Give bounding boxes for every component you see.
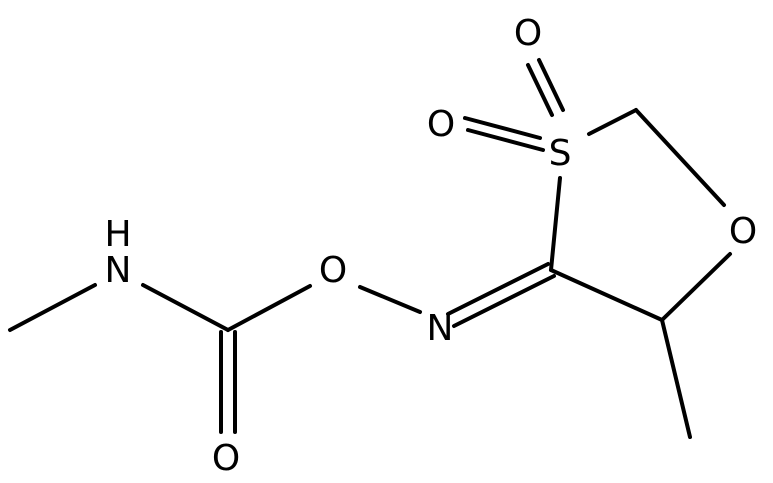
atom-label-o-ring: O xyxy=(729,211,757,252)
bond-s-o-top-b xyxy=(537,58,565,112)
atom-label-o-carbonyl: O xyxy=(212,438,240,479)
bond-c4-n-a xyxy=(446,262,550,316)
bond-c-n-amide xyxy=(141,283,230,332)
atom-labels: S O O O N O N H O xyxy=(104,13,757,479)
bond-s-o-left-b xyxy=(466,128,545,152)
bond-c4-s xyxy=(549,176,562,272)
atom-label-h-amide: H xyxy=(104,214,131,255)
bond-cme-c4 xyxy=(549,268,664,322)
bonds xyxy=(8,58,732,439)
bond-s-ch2 xyxy=(587,108,638,136)
atom-label-o-top: O xyxy=(514,13,542,54)
bond-ch2-o-ring xyxy=(634,108,726,207)
atom-label-o-ester: O xyxy=(319,250,347,291)
bond-c4-n-b xyxy=(452,274,556,328)
atom-label-o-left: O xyxy=(427,104,455,145)
atom-label-n-amide: N xyxy=(105,250,132,291)
atom-label-s1: S xyxy=(549,133,572,174)
bond-o-ring-cme xyxy=(660,252,732,322)
bond-s-o-left-a xyxy=(463,116,542,140)
bond-n-o-ester xyxy=(358,285,422,314)
bond-cme-methyl xyxy=(660,318,692,439)
atom-label-n-oxime: N xyxy=(427,308,454,349)
bond-n-methyl xyxy=(8,283,97,332)
bond-o-ester-c xyxy=(226,284,312,332)
bond-s-o-top-a xyxy=(526,63,554,117)
